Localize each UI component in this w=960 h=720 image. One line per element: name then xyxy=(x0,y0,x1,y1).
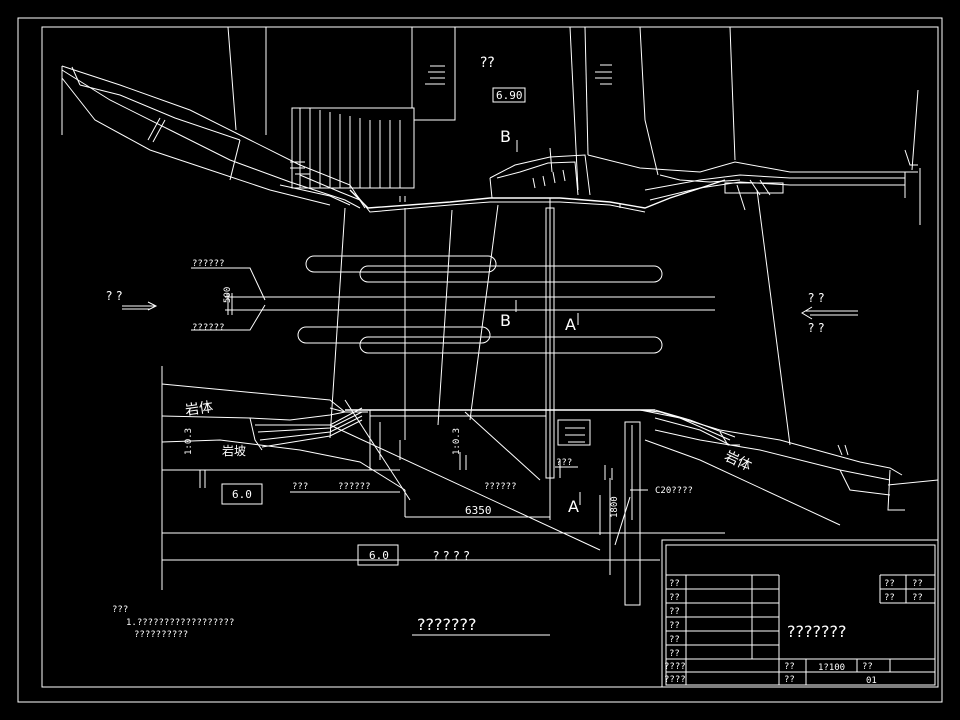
slope-ratio-left: 1:0.3 xyxy=(184,428,194,455)
upper-structure xyxy=(227,26,736,191)
notes-title: ??? xyxy=(112,605,128,615)
rock-left-label: 岩体 xyxy=(184,399,214,419)
channel-sides xyxy=(329,184,791,480)
tb-sheet-label: ?? xyxy=(862,662,873,672)
pipe-3 xyxy=(297,326,491,344)
right-bank-upper xyxy=(587,89,921,225)
channel-lower-edge xyxy=(329,399,655,606)
tb-scale-label: ?? xyxy=(784,662,795,672)
downstream-label-bottom: ? ? xyxy=(808,321,825,335)
section-marks xyxy=(515,140,581,505)
pipe-2 xyxy=(359,265,663,283)
tb-top-2b: ?? xyxy=(912,593,923,603)
label-a3: ?????? xyxy=(484,482,517,492)
label-c20: C20???? xyxy=(655,486,693,496)
left-bank-upper xyxy=(61,65,366,209)
pipe-4 xyxy=(359,336,663,354)
pipe-callouts xyxy=(191,267,266,331)
tb-scale-value: 1?100 xyxy=(818,663,845,673)
right-bank-lower xyxy=(639,409,939,526)
tb-row-2: ?? xyxy=(669,607,680,617)
top-elevation: 6.90 xyxy=(496,89,523,102)
inner-frame xyxy=(41,26,939,688)
notes-line-2: ?????????? xyxy=(134,630,188,640)
bottom-caption: ? ? ? ? xyxy=(433,549,470,563)
outer-frame xyxy=(17,17,943,703)
slope-label: 岩坡 xyxy=(222,443,246,458)
tb-row-3: ?? xyxy=(669,621,680,631)
tb-row-0: ?? xyxy=(669,579,680,589)
section-b-top: B xyxy=(500,127,511,146)
downstream-arrow xyxy=(801,306,858,320)
gate-structure xyxy=(489,147,591,199)
tb-row-6: ???? xyxy=(664,662,686,672)
section-a-bottom: A xyxy=(568,497,579,516)
dimension-marks xyxy=(290,466,648,546)
dim-1800: 1800 xyxy=(610,496,620,518)
elevation-bottom: 6.0 xyxy=(369,549,389,562)
top-label: ?? xyxy=(480,55,495,71)
downstream-label-top: ? ? xyxy=(808,291,825,305)
notes-line-1: 1.?????????????????? xyxy=(126,618,234,628)
upstream-label: ? ? xyxy=(106,289,123,303)
tb-number-label: ?? xyxy=(784,675,795,685)
drawing-title: ??????? xyxy=(417,615,476,634)
pipes xyxy=(225,255,715,354)
title-block xyxy=(661,539,939,688)
lower-pipe-label: ?????? xyxy=(192,323,225,333)
section-b-mid: B xyxy=(500,311,511,330)
left-bank-lower xyxy=(161,366,725,590)
upper-pipe-label: ?????? xyxy=(192,259,225,269)
tb-number-value: 01 xyxy=(866,676,877,686)
dim-500: 500 xyxy=(223,287,233,303)
label-a4: ??? xyxy=(556,458,572,468)
tb-row-5: ?? xyxy=(669,649,680,659)
pipe-1 xyxy=(305,255,497,273)
rock-right-label: 岩体 xyxy=(722,448,754,474)
section-a-mid: A xyxy=(565,315,576,334)
channel-upper-edge xyxy=(349,179,726,213)
tb-row-7: ???? xyxy=(664,675,686,685)
elevation-left: 6.0 xyxy=(232,488,252,501)
label-a1: ??? xyxy=(292,482,308,492)
tb-title: ??????? xyxy=(787,622,846,641)
tb-row-1: ?? xyxy=(669,593,680,603)
tb-top-1b: ?? xyxy=(912,579,923,589)
slope-ratio-mid: 1:0.3 xyxy=(452,428,462,455)
tb-row-4: ?? xyxy=(669,635,680,645)
dim-6350: 6350 xyxy=(465,504,492,517)
label-a2: ?????? xyxy=(338,482,371,492)
upstream-arrow xyxy=(122,301,158,311)
tb-top-1a: ?? xyxy=(884,579,895,589)
tb-top-2a: ?? xyxy=(884,593,895,603)
